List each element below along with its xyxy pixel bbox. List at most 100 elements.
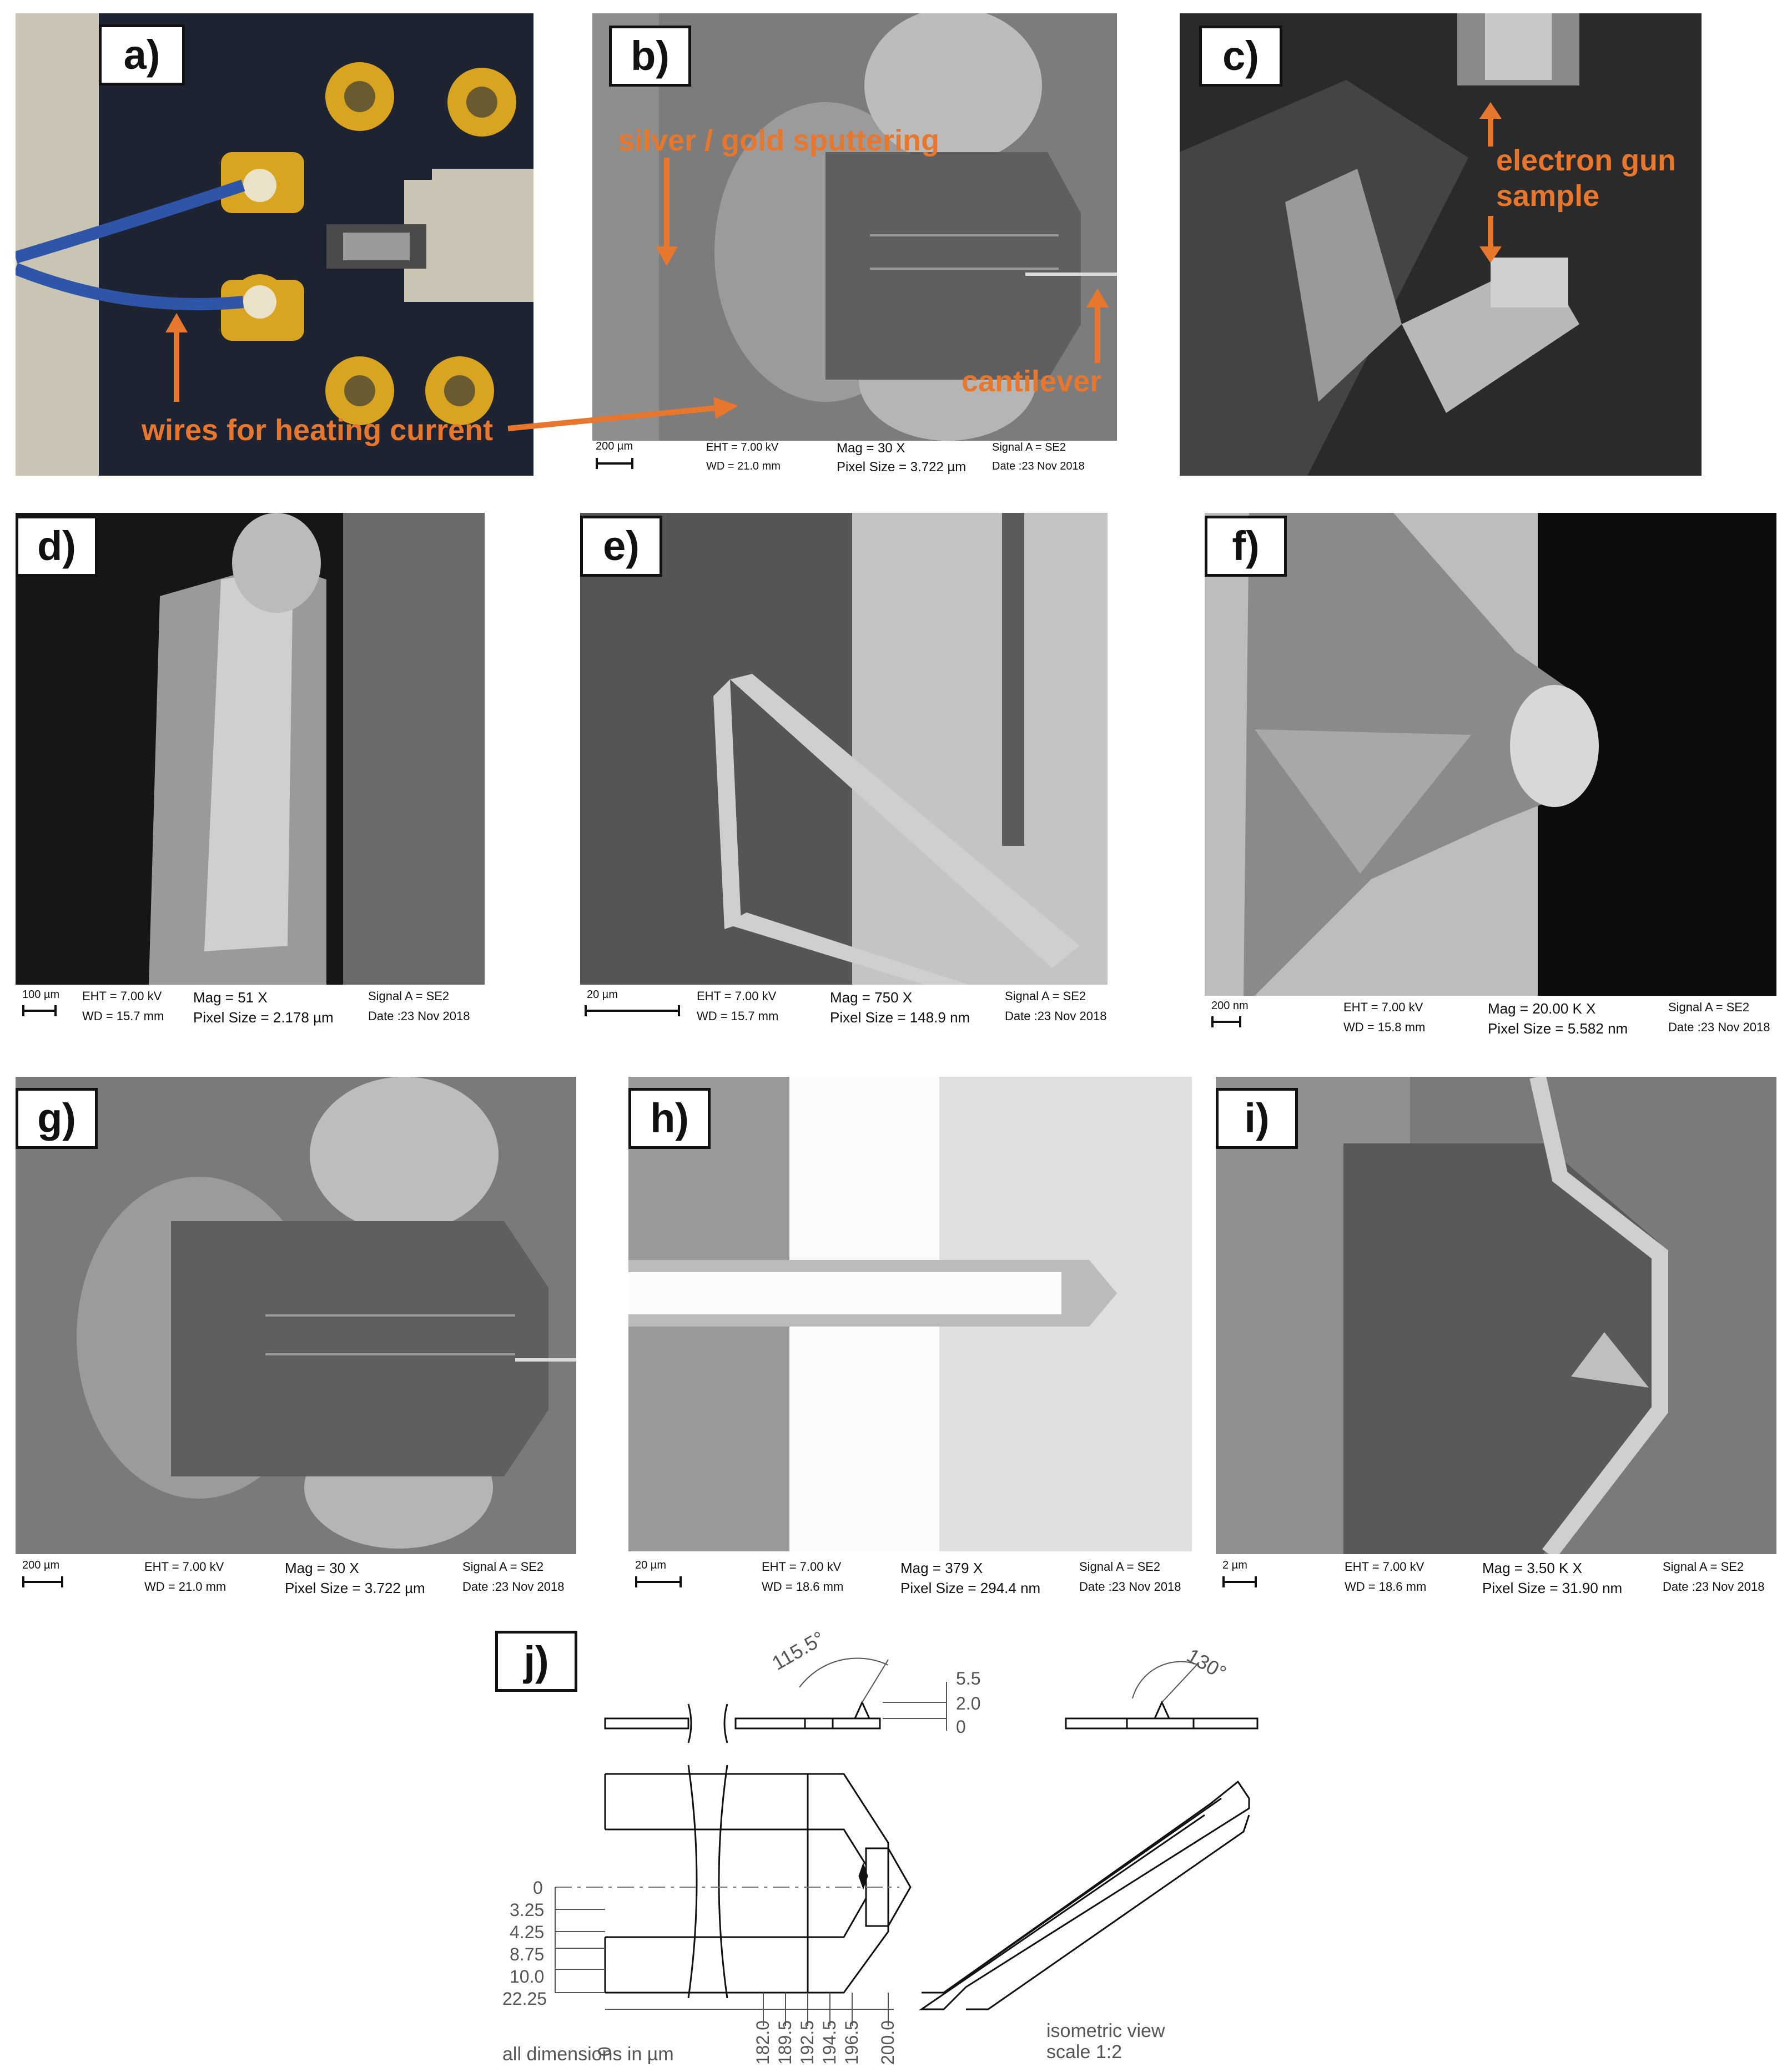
scale-text-g: 200 µm — [22, 1559, 60, 1571]
wd-g: WD = 21.0 mm — [144, 1580, 226, 1594]
ydim-0: 0 — [533, 1878, 543, 1898]
scale-bar-e — [585, 1005, 680, 1016]
scale-text-i: 2 µm — [1222, 1559, 1247, 1571]
scale-bar-g — [22, 1576, 63, 1587]
annotation-sputtering: silver / gold sputtering — [618, 124, 940, 157]
mag-e: Mag = 750 X — [830, 989, 913, 1006]
mag-f: Mag = 20.00 K X — [1488, 1000, 1596, 1017]
eht-g: EHT = 7.00 kV — [144, 1560, 224, 1574]
sig-h: Signal A = SE2 — [1079, 1560, 1161, 1574]
mag-d: Mag = 51 X — [193, 989, 268, 1006]
panel-f: f) 200 nm EHT = 7.00 kV WD = 15.8 mm Mag… — [1205, 513, 1776, 1040]
date-i: Date :23 Nov 2018 — [1663, 1580, 1765, 1594]
height-label-2: 0 — [956, 1717, 966, 1737]
pix-f: Pixel Size = 5.582 nm — [1488, 1020, 1628, 1037]
ydim-3: 8.75 — [510, 1944, 544, 1964]
chamber-photo — [1180, 13, 1702, 476]
pix-h: Pixel Size = 294.4 nm — [900, 1580, 1041, 1596]
annotation-sample: sample — [1496, 179, 1600, 213]
panel-label-g: g) — [16, 1088, 98, 1149]
ydim-4: 10.0 — [510, 1967, 544, 1987]
height-label-0: 5.5 — [956, 1668, 980, 1688]
date-b: Date :23 Nov 2018 — [992, 460, 1085, 472]
xdim-4: 194.5 — [819, 2020, 839, 2065]
xdim-2: 189.5 — [775, 2020, 795, 2065]
units-note: all dimensions in µm — [502, 2044, 674, 2065]
panel-a: a) — [16, 13, 533, 476]
arrow-wires-long — [507, 397, 738, 431]
xdim-0: 0 — [595, 2046, 615, 2056]
arrows-b — [656, 158, 1109, 363]
xdim-6: 200.0 — [878, 2020, 898, 2065]
scale-text-h: 20 µm — [635, 1559, 666, 1571]
date-f: Date :23 Nov 2018 — [1668, 1020, 1770, 1034]
panel-i: i) 2 µm EHT = 7.00 kV WD = 18.6 mm Mag =… — [1216, 1077, 1776, 1599]
annotation-wires: wires for heating current — [142, 414, 494, 447]
annotation-cantilever: cantilever — [962, 365, 1102, 398]
panel-e: e) 20 µm EHT = 7.00 kV WD = 15.7 mm Mag … — [580, 513, 1108, 1029]
pix-g: Pixel Size = 3.722 µm — [285, 1580, 425, 1596]
mag-i: Mag = 3.50 K X — [1482, 1560, 1582, 1576]
sem-image-h — [628, 1077, 1192, 1551]
iso-note: isometric view — [1046, 2020, 1165, 2041]
ydim-2: 4.25 — [510, 1922, 544, 1942]
sem-image-e — [580, 513, 1108, 985]
eht-h: EHT = 7.00 kV — [762, 1560, 842, 1574]
panel-label-c: c) — [1199, 26, 1282, 87]
wd-f: WD = 15.8 mm — [1343, 1020, 1426, 1034]
pix-d: Pixel Size = 2.178 µm — [193, 1009, 334, 1026]
pix-b: Pixel Size = 3.722 µm — [837, 460, 967, 475]
mag-b: Mag = 30 X — [837, 441, 905, 456]
scale-text-f: 200 nm — [1211, 1000, 1249, 1012]
date-d: Date :23 Nov 2018 — [368, 1009, 470, 1023]
panel-d: d) 100 µm EHT = 7.00 kV WD = 15.7 mm Mag… — [16, 513, 485, 1029]
ydim-5: 22.25 — [502, 1989, 547, 2009]
eht-e: EHT = 7.00 kV — [697, 989, 777, 1003]
scale-text-b: 200 µm — [596, 440, 633, 452]
sig-f: Signal A = SE2 — [1668, 1000, 1750, 1014]
date-e: Date :23 Nov 2018 — [1005, 1009, 1107, 1023]
wd-e: WD = 15.7 mm — [697, 1009, 779, 1023]
sig-e: Signal A = SE2 — [1005, 989, 1086, 1003]
panel-h: h) 20 µm EHT = 7.00 kV WD = 18.6 mm Mag … — [628, 1077, 1192, 1599]
panel-label-a: a) — [99, 24, 185, 85]
sem-image-f — [1205, 513, 1776, 996]
wd-b: WD = 21.0 mm — [706, 460, 781, 472]
arrows-c — [1479, 102, 1502, 263]
date-h: Date :23 Nov 2018 — [1079, 1580, 1181, 1594]
panel-label-i: i) — [1216, 1088, 1298, 1149]
pix-i: Pixel Size = 31.90 nm — [1482, 1580, 1623, 1596]
sem-image-i — [1216, 1077, 1776, 1554]
mag-h: Mag = 379 X — [900, 1560, 983, 1576]
sig-i: Signal A = SE2 — [1663, 1560, 1744, 1574]
scale-bar-f — [1211, 1016, 1241, 1027]
panel-label-h: h) — [628, 1088, 711, 1149]
arrow-wires — [165, 313, 188, 402]
scale-text-e: 20 µm — [587, 989, 618, 1001]
panel-label-f: f) — [1205, 516, 1287, 577]
sem-image-d — [16, 513, 485, 985]
height-label-1: 2.0 — [956, 1693, 980, 1713]
scale-bar-b — [596, 458, 633, 469]
panel-label-e: e) — [580, 516, 662, 577]
pix-e: Pixel Size = 148.9 nm — [830, 1009, 970, 1026]
xdim-1: 182.0 — [753, 2020, 773, 2065]
panel-label-j: j) — [495, 1631, 577, 1692]
angle-label-2: 130° — [1183, 1643, 1230, 1684]
eht-i: EHT = 7.00 kV — [1345, 1560, 1424, 1574]
panel-b: b) silver / gold sputtering cantilever 2… — [592, 13, 1117, 482]
panel-c: c) electron gun sample — [1180, 13, 1702, 476]
angle-label-1: 115.5° — [768, 1627, 829, 1675]
wd-d: WD = 15.7 mm — [82, 1009, 164, 1023]
wd-i: WD = 18.6 mm — [1345, 1580, 1427, 1594]
eht-b: EHT = 7.00 kV — [706, 441, 779, 453]
date-g: Date :23 Nov 2018 — [462, 1580, 565, 1594]
scale-bar-d — [22, 1005, 57, 1016]
sig-b: Signal A = SE2 — [992, 441, 1066, 453]
panel-label-b: b) — [609, 26, 691, 87]
xdim-3: 192.5 — [797, 2020, 817, 2065]
annotation-electron-gun: electron gun — [1496, 144, 1677, 177]
scale-bar-h — [635, 1576, 682, 1587]
ydim-1: 3.25 — [510, 1900, 544, 1920]
